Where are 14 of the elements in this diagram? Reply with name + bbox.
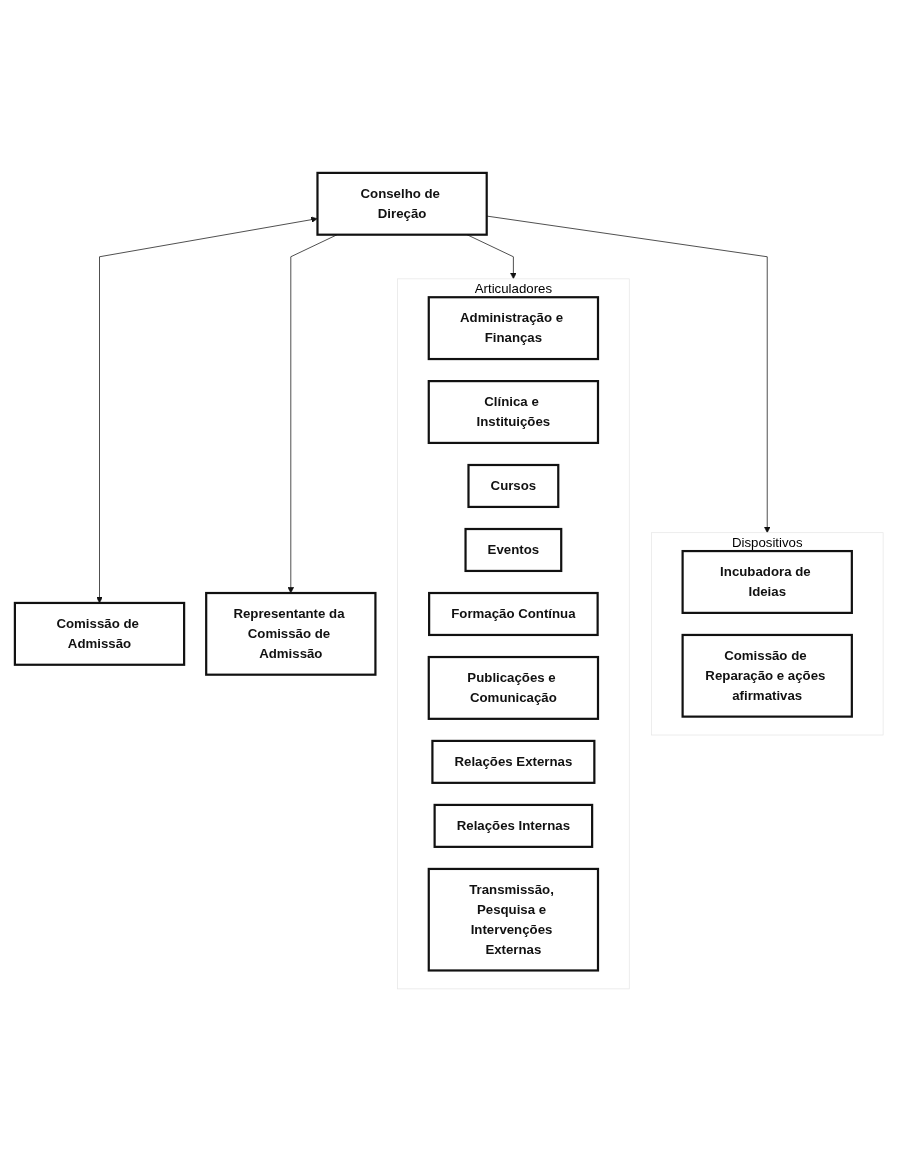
node-box: Eventos (463, 528, 562, 573)
node-box: Formação Contínua (427, 592, 599, 637)
node-box: Comissão de Reparação e ações afirmativas (681, 633, 853, 718)
node-box: Clínica e Instituições (427, 380, 599, 445)
node-box: Incubadora de Ideias (681, 550, 853, 615)
node-box: Administração e Finanças (427, 296, 599, 361)
node-box: Cursos (466, 464, 559, 509)
node-box: Transmissão, Pesquisa e Intervenções Externas (427, 867, 599, 972)
node-box: Publicações e Comunicação (427, 656, 599, 721)
node-box: Representante da Comissão de Admissão (204, 592, 377, 676)
node-box: Relações Internas (433, 803, 593, 849)
node-box: Conselho de Direção (315, 171, 488, 236)
node-box: Comissão de Admissão (13, 601, 185, 666)
node-box: Relações Externas (430, 739, 595, 785)
